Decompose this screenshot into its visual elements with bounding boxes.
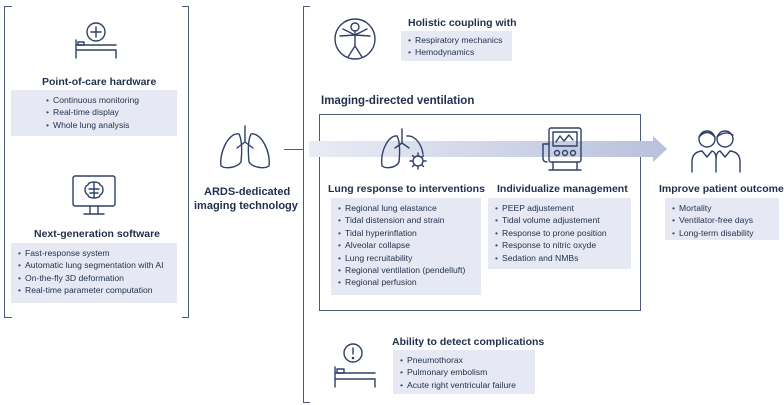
list-item: Real-time display	[46, 106, 171, 118]
lung-response-title: Lung response to interventions	[328, 183, 485, 195]
management-title: Individualize management	[497, 183, 628, 195]
brain-monitor-icon	[72, 175, 116, 215]
list-item: Pulmonary embolism	[400, 366, 529, 378]
outcome-title: Improve patient outcome	[659, 183, 784, 195]
list-item: Whole lung analysis	[46, 119, 171, 131]
list-item: PEEP adjustement	[495, 202, 625, 214]
complications-box: Pneumothorax Pulmonary embolism Acute ri…	[393, 350, 535, 394]
ventilation-frame	[319, 114, 641, 311]
lung-response-box: Regional lung elastance Tidal distension…	[331, 198, 481, 295]
holistic-box: Respiratory mechanics Hemodynamics	[401, 31, 512, 61]
left-bracket	[4, 6, 12, 318]
management-box: PEEP adjustement Tidal volume adjustemen…	[488, 198, 631, 269]
list-item: Response to nitric oxyde	[495, 239, 625, 251]
patients-icon	[691, 130, 741, 173]
alert-bed-icon	[334, 343, 376, 388]
list-item: Mortality	[672, 202, 773, 214]
center-title-line2: imaging technology	[194, 200, 298, 212]
list-item: Pneumothorax	[400, 354, 529, 366]
list-item: Regional ventilation (pendelluft)	[338, 264, 475, 276]
complications-title: Ability to detect complications	[392, 336, 545, 348]
center-title-line1: ARDS-dedicated	[204, 186, 291, 198]
list-item: Real-time parameter computation	[18, 284, 171, 296]
vitruvian-man-icon	[334, 18, 376, 60]
list-item: Long-term disability	[672, 227, 773, 239]
list-item: Sedation and NMBs	[495, 252, 625, 264]
holistic-title: Holistic coupling with	[408, 17, 517, 29]
ventilation-title: Imaging-directed ventilation	[321, 95, 475, 107]
left-bracket-right	[182, 6, 189, 318]
list-item: Regional perfusion	[338, 276, 475, 288]
list-item: Tidal volume adjustement	[495, 214, 625, 226]
right-bracket	[303, 6, 310, 403]
list-item: Hemodynamics	[408, 46, 506, 58]
hardware-title: Point-of-care hardware	[42, 76, 157, 88]
ventilator-icon	[542, 127, 582, 171]
hardware-box: Continuous monitoring Real-time display …	[11, 90, 177, 136]
list-item: Regional lung elastance	[338, 202, 475, 214]
flow-arrow	[309, 136, 667, 162]
list-item: Continuous monitoring	[46, 94, 171, 106]
list-item: Respiratory mechanics	[408, 34, 506, 46]
software-title: Next-generation software	[34, 228, 161, 240]
list-item: Ventilator-free days	[672, 214, 773, 226]
outcome-box: Mortality Ventilator-free days Long-term…	[665, 198, 779, 240]
connector-line	[284, 149, 303, 150]
hospital-bed-plus-icon	[75, 22, 117, 59]
software-box: Fast-response system Automatic lung segm…	[11, 243, 177, 303]
list-item: On-the-fly 3D deformation	[18, 272, 171, 284]
list-item: Tidal distension and strain	[338, 214, 475, 226]
list-item: Response to prone position	[495, 227, 625, 239]
list-item: Lung recruitability	[338, 252, 475, 264]
list-item: Alveolar collapse	[338, 239, 475, 251]
list-item: Fast-response system	[18, 247, 171, 259]
list-item: Tidal hyperinflation	[338, 227, 475, 239]
list-item: Acute right ventricular failure	[400, 379, 529, 391]
lungs-icon	[220, 125, 270, 169]
lungs-gear-icon	[381, 128, 427, 170]
list-item: Automatic lung segmentation with AI	[18, 259, 171, 271]
